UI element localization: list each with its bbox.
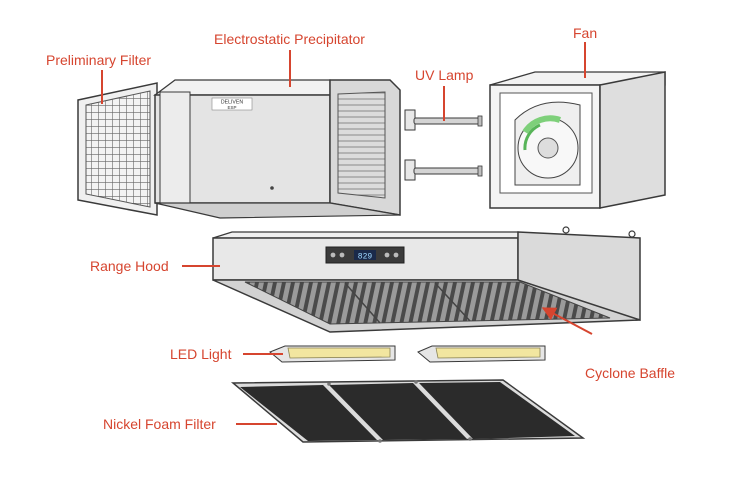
label-fan: Fan	[573, 25, 598, 41]
brand-plate-line2: ESP	[227, 105, 236, 110]
led-light-strips	[269, 345, 546, 363]
label-preliminary-filter: Preliminary Filter	[46, 52, 152, 68]
preliminary-filter	[77, 82, 158, 216]
control-panel-display: 829	[358, 253, 373, 262]
label-electrostatic-precipitator: Electrostatic Precipitator	[214, 31, 365, 47]
nickel-foam-filter	[230, 379, 586, 443]
label-led-light: LED Light	[170, 346, 232, 362]
callout-leaders	[101, 42, 593, 425]
range-hood: 829	[212, 226, 641, 333]
label-cyclone-baffle: Cyclone Baffle	[585, 365, 676, 381]
leader-cyclone-baffle	[541, 307, 593, 335]
label-uv-lamp: UV Lamp	[415, 67, 474, 83]
label-nickel-foam-filter: Nickel Foam Filter	[103, 416, 216, 432]
uv-lamp-assembly	[404, 109, 483, 181]
fan-box	[489, 71, 666, 209]
brand-plate-line1: DELIVEN	[221, 100, 243, 106]
electrostatic-precipitator: DELIVEN ESP	[153, 79, 401, 219]
label-range-hood: Range Hood	[90, 258, 169, 274]
